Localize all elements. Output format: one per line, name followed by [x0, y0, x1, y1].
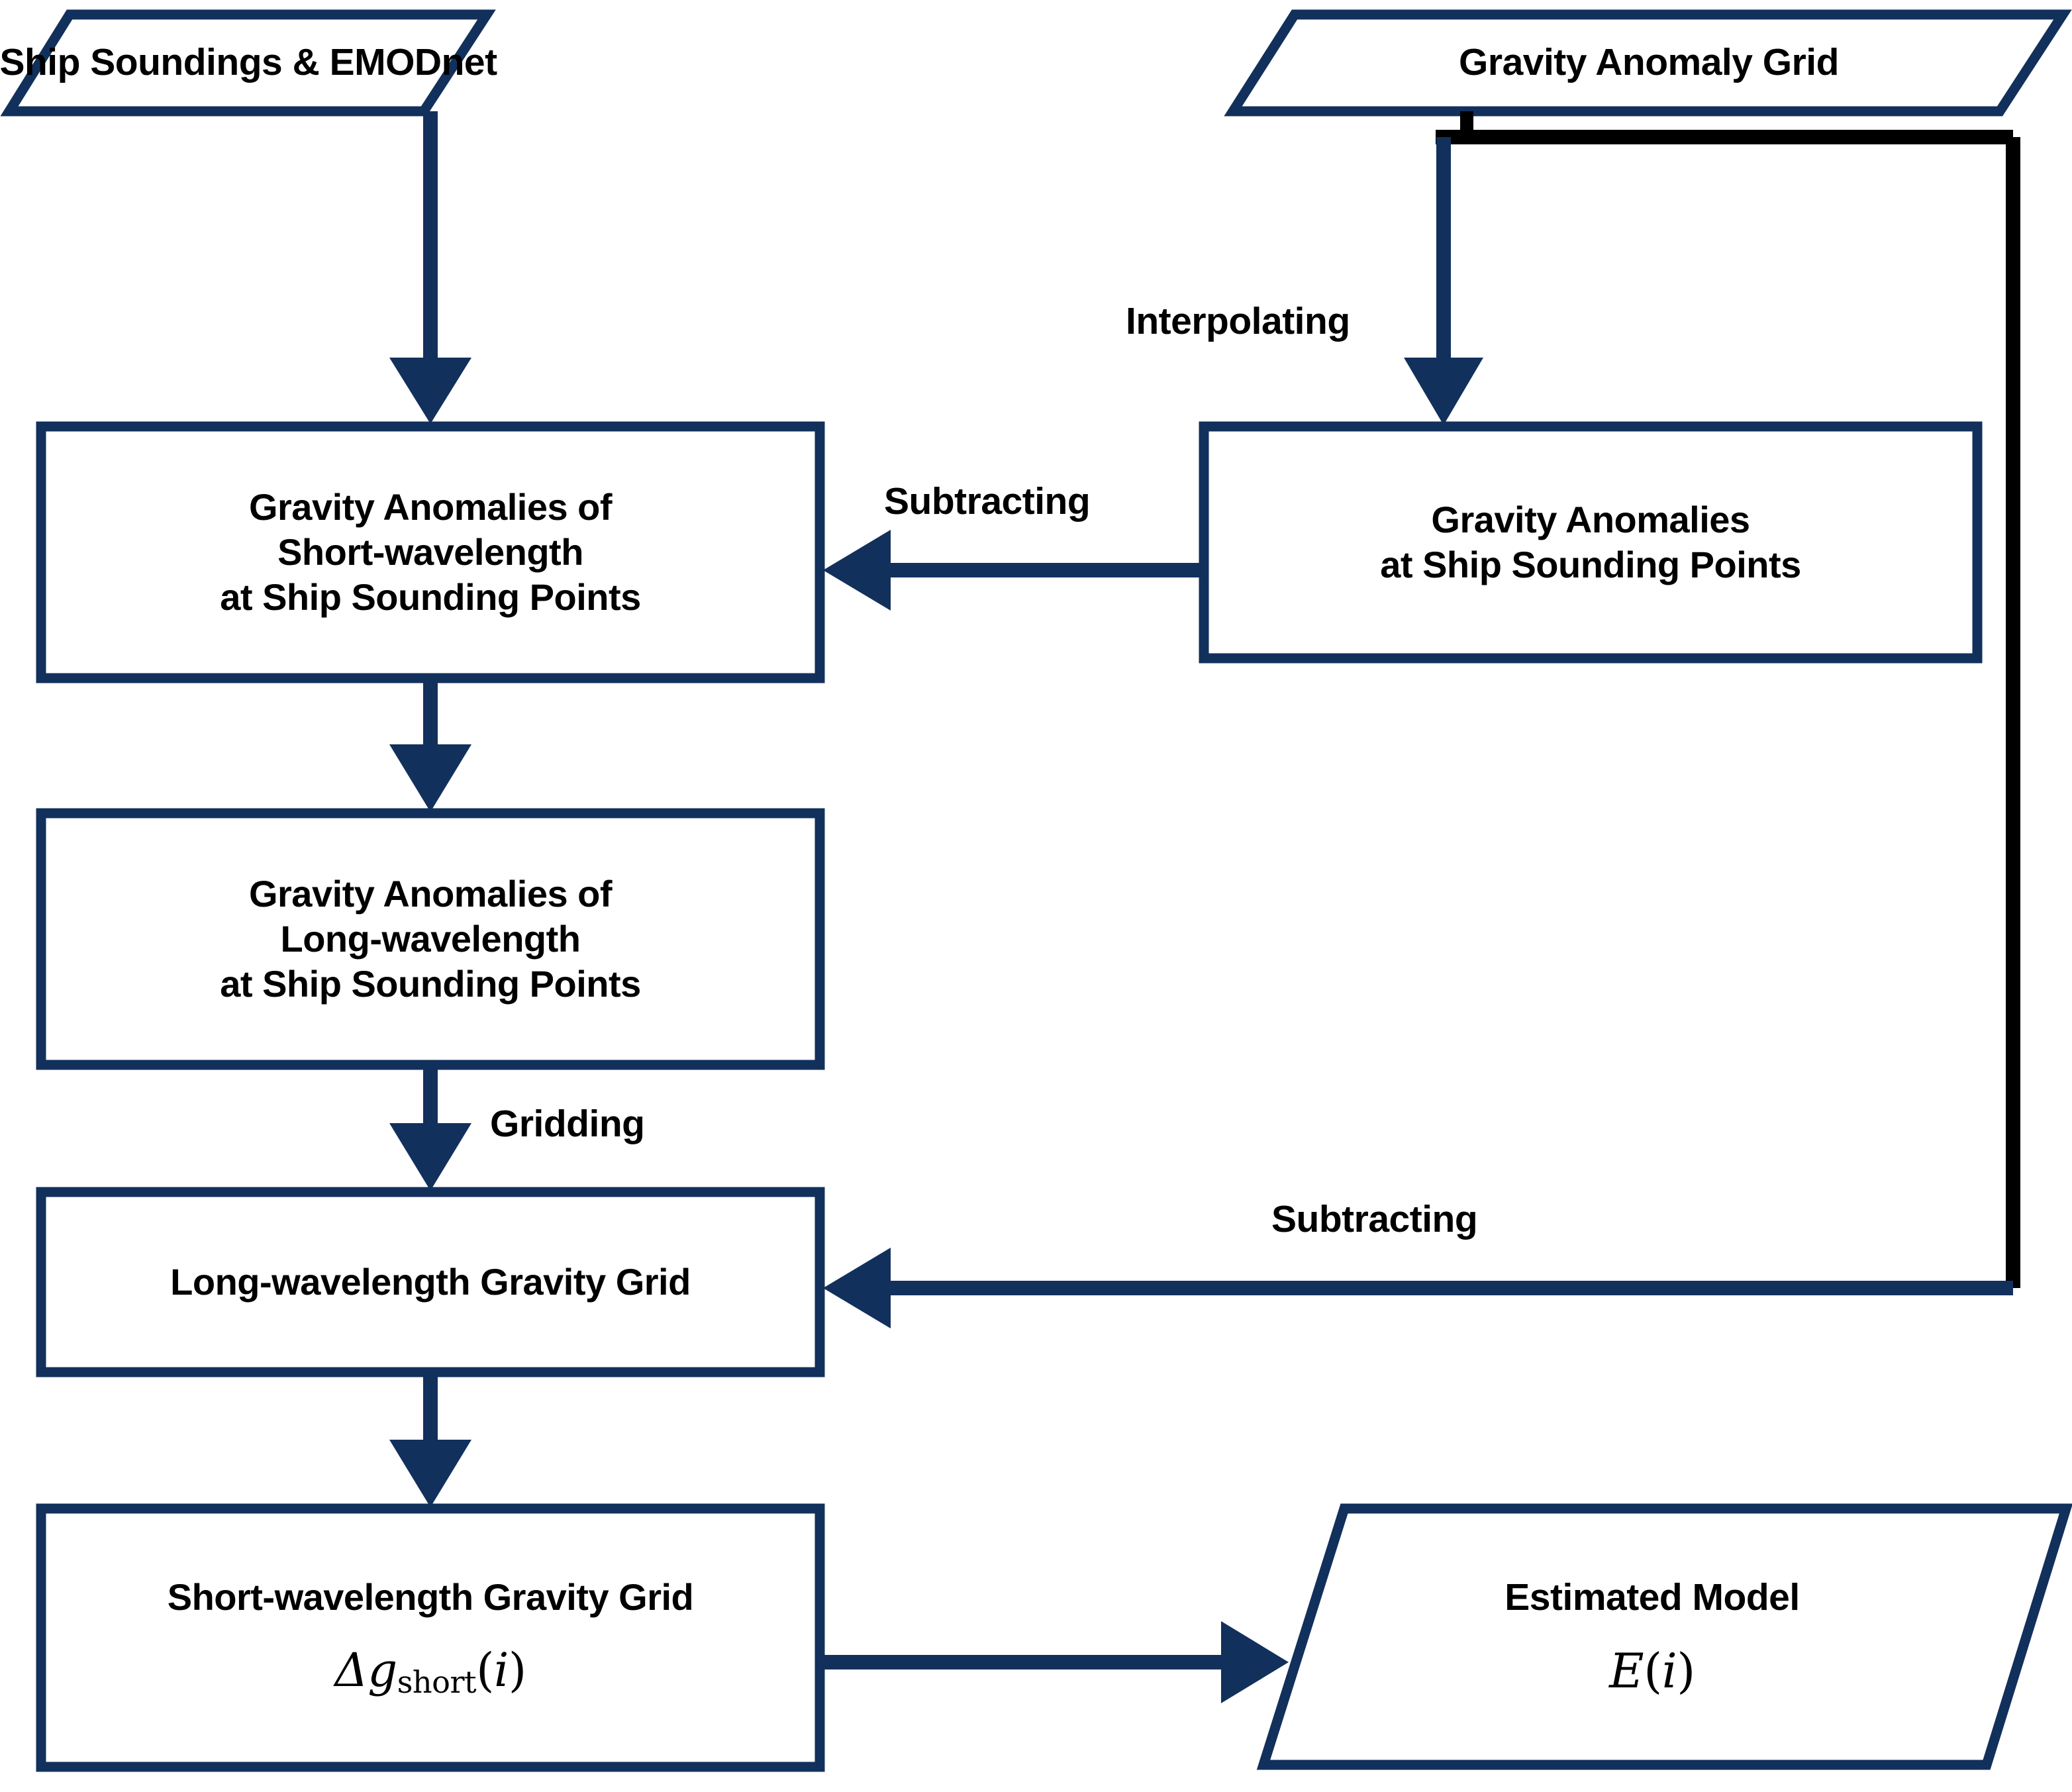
node-estimated-model-shape	[1256, 1503, 2072, 1770]
connector-subtracting-upper	[823, 530, 1204, 611]
node-gravity-anomalies-short-wavelength-shape	[36, 421, 825, 683]
connector-longgrid-to-shortgrid	[389, 1372, 471, 1507]
connector-short-to-long-wavelength	[389, 678, 471, 812]
connector-shortgrid-to-estimated-model	[820, 1621, 1289, 1703]
connector-grid-branch-black	[1436, 111, 2020, 1288]
connector-subtracting-lower	[823, 1248, 2013, 1328]
connector-soundings-to-short-wavelength	[389, 111, 471, 424]
node-long-wavelength-gravity-grid-shape	[36, 1187, 825, 1377]
node-short-wavelength-gravity-grid-shape	[36, 1503, 825, 1772]
node-gravity-anomalies-at-ship-sounding-points-shape	[1199, 421, 1983, 664]
connector-gridding	[389, 1065, 471, 1191]
edge-label-interpolating: Interpolating	[1126, 300, 1350, 342]
edge-label-gridding: Gridding	[490, 1103, 645, 1145]
node-ship-soundings-emodnet-shape	[0, 9, 496, 117]
connector-interpolating	[1404, 137, 1483, 425]
edge-label-subtracting-lower: Subtracting	[1271, 1198, 1478, 1240]
node-gravity-anomaly-grid-shape	[1224, 9, 2072, 117]
node-gravity-anomalies-long-wavelength-shape	[36, 808, 825, 1070]
edge-label-subtracting-upper: Subtracting	[884, 480, 1091, 523]
